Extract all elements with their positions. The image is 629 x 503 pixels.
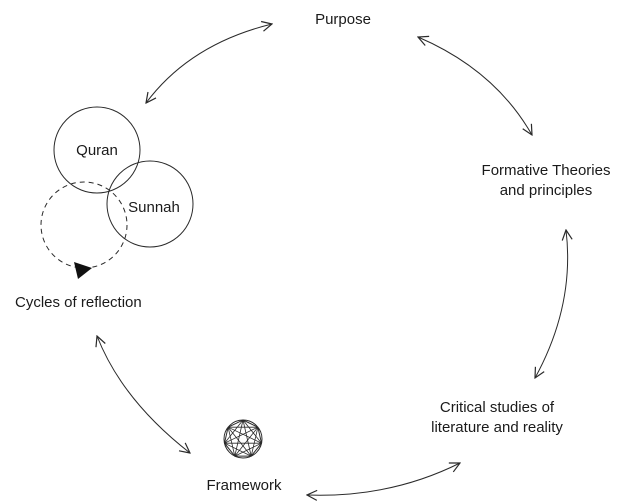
arrow-formative-to-critical <box>535 230 568 378</box>
reflection-dashed-circle <box>40 181 128 269</box>
node-formative-theories: Formative Theories and principles <box>482 161 611 201</box>
arrow-critical-to-framework <box>307 463 460 495</box>
network-graph-icon <box>223 419 263 459</box>
sunnah-circle <box>106 160 194 248</box>
node-purpose: Purpose <box>315 11 371 28</box>
arrow-purpose-to-cycles <box>146 24 272 103</box>
circle-label-quran: Quran <box>76 142 118 159</box>
arrow-framework-to-cycles <box>97 336 190 453</box>
node-cycles-of-reflection: Cycles of reflection <box>15 294 142 311</box>
node-formative-line2: and principles <box>499 182 593 199</box>
node-formative-line1: Formative Theories <box>481 162 611 179</box>
circle-label-sunnah: Sunnah <box>128 199 180 216</box>
node-framework: Framework <box>206 477 282 494</box>
node-critical-studies: Critical studies of literature and reali… <box>431 398 563 438</box>
node-critical-line2: literature and reality <box>431 419 563 436</box>
quran-circle <box>53 106 141 194</box>
play-triangle-icon <box>74 262 92 279</box>
node-critical-line1: Critical studies of <box>439 399 555 416</box>
arrow-purpose-to-formative <box>418 37 532 135</box>
